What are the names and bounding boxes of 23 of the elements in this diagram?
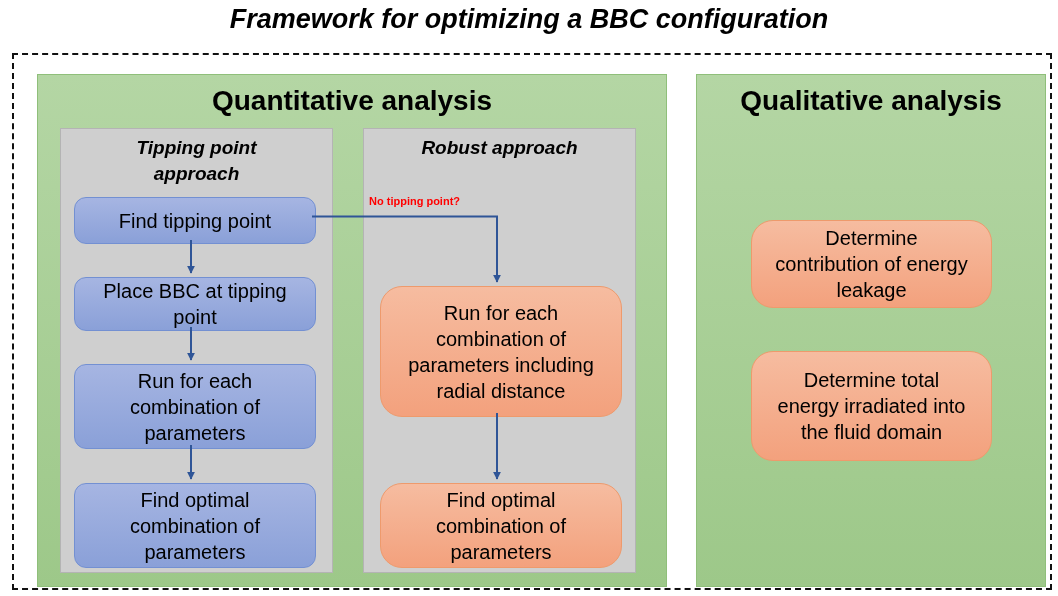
dashed-frame (12, 53, 1052, 590)
process-box: Find optimal combination of parameters (380, 483, 622, 568)
arrow (187, 326, 195, 361)
arrow (311, 215, 501, 283)
process-box: Find tipping point (74, 197, 316, 244)
process-box: Run for each combination of parameters (74, 364, 316, 449)
arrow (187, 239, 195, 274)
section-panel (37, 74, 667, 587)
section-panel (696, 74, 1046, 587)
panel-heading: Qualitative analysis (739, 85, 1003, 117)
arrow (187, 444, 195, 480)
panel-heading: Robust approach (420, 136, 579, 160)
panel-heading: Quantitative analysis (210, 85, 494, 117)
process-box: Determine total energy irradiated into the fluid domain (751, 351, 992, 461)
arrow (493, 412, 501, 480)
panel-heading: Tipping point approach (135, 136, 258, 186)
process-box: Determine contribution of energy leakage (751, 220, 992, 308)
column-panel (60, 128, 333, 573)
process-box: Place BBC at tipping point (74, 277, 316, 331)
column-panel (363, 128, 636, 573)
diagram-title: Framework for optimizing a BBC configuration (228, 4, 830, 35)
process-box: Run for each combination of parameters including radial distance (380, 286, 622, 417)
process-box: Find optimal combination of parameters (74, 483, 316, 568)
